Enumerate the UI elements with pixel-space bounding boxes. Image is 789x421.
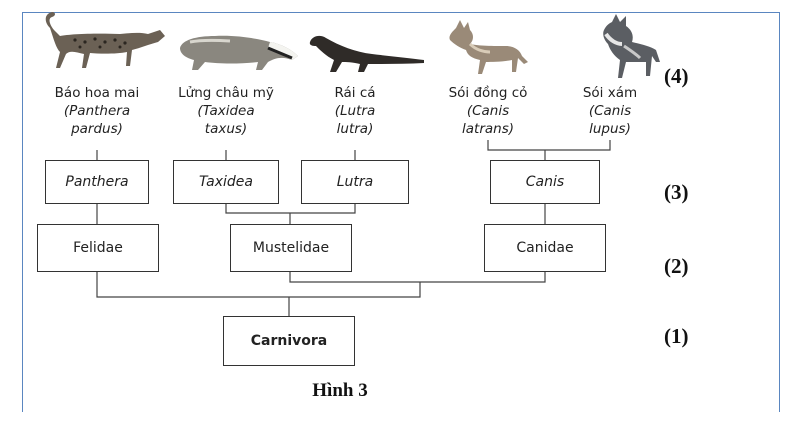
common-name: Báo hoa mai bbox=[54, 85, 140, 101]
genus-box-taxidea: Taxidea bbox=[173, 160, 279, 204]
coyote-icon bbox=[449, 20, 528, 74]
scientific-name-line1: (Lutra bbox=[334, 103, 376, 119]
family-box-felidae: Felidae bbox=[37, 224, 159, 272]
common-name: Sói xám bbox=[582, 85, 638, 101]
common-name: Sói đồng cỏ bbox=[448, 85, 528, 101]
species-label-leopard: Báo hoa mai (Panthera pardus) bbox=[32, 84, 162, 138]
species-label-gray-wolf: Sói xám (Canis lupus) bbox=[545, 84, 675, 138]
family-box-mustelidae: Mustelidae bbox=[230, 224, 352, 272]
common-name: Rái cá bbox=[334, 85, 376, 101]
genus-box-lutra: Lutra bbox=[301, 160, 409, 204]
leopard-icon bbox=[45, 12, 165, 68]
genus-box-canis: Canis bbox=[490, 160, 600, 204]
scientific-name-line2: pardus) bbox=[71, 121, 123, 137]
scientific-name-line1: (Taxidea bbox=[197, 103, 255, 119]
order-box-carnivora: Carnivora bbox=[223, 316, 355, 366]
genus-box-panthera: Panthera bbox=[45, 160, 149, 204]
badger-icon bbox=[180, 35, 298, 70]
scientific-name-line1: (Panthera bbox=[63, 103, 131, 119]
otter-icon bbox=[309, 35, 424, 72]
species-label-otter: Rái cá (Lutra lutra) bbox=[290, 84, 420, 138]
level-label-4: (4) bbox=[664, 64, 689, 88]
connector-canis-species bbox=[487, 140, 611, 160]
species-label-badger: Lửng châu mỹ (Taxidea taxus) bbox=[161, 84, 291, 138]
scientific-name-line1: (Canis bbox=[588, 103, 632, 119]
figure-frame bbox=[22, 12, 780, 412]
level-label-2: (2) bbox=[664, 254, 689, 278]
figure-caption: Hình 3 bbox=[312, 380, 368, 401]
gray-wolf-icon bbox=[603, 14, 660, 78]
common-name: Lửng châu mỹ bbox=[178, 85, 274, 101]
species-label-coyote: Sói đồng cỏ (Canis latrans) bbox=[423, 84, 553, 138]
scientific-name-line2: latrans) bbox=[462, 121, 514, 137]
scientific-name-line2: taxus) bbox=[204, 121, 248, 137]
scientific-name-line2: lupus) bbox=[589, 121, 631, 137]
scientific-name-line2: lutra) bbox=[336, 121, 374, 137]
connector-genera-mustelidae bbox=[225, 204, 356, 224]
scientific-name-line1: (Canis bbox=[466, 103, 510, 119]
level-label-3: (3) bbox=[664, 180, 689, 204]
family-box-canidae: Canidae bbox=[484, 224, 606, 272]
connector-families-carnivora bbox=[96, 272, 546, 316]
level-label-1: (1) bbox=[664, 324, 689, 348]
